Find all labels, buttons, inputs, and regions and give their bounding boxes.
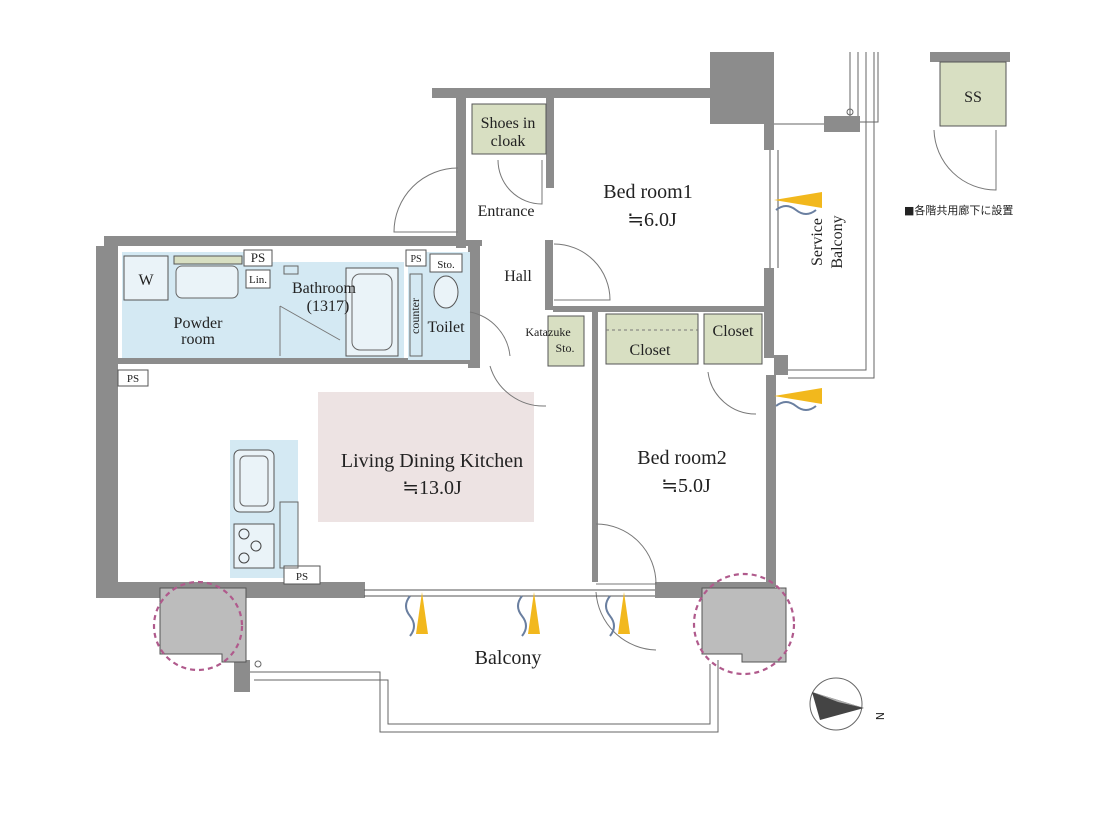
counter-label: counter [408,298,422,334]
vanity-shelf [173,255,243,265]
service-balcony-outline [774,52,879,379]
toilet-bowl [433,275,459,309]
ps-box-kitchen [283,565,321,585]
closet-right-label: Closet [713,323,754,340]
linen-label: Lin. [249,274,267,286]
service-balcony-label: Service [809,218,826,266]
ps-box-top-left [243,249,273,267]
ps-kitchen-label: PS [296,571,308,583]
airflow-arrow-3 [618,592,630,634]
counter-box [409,273,423,357]
shoes-in-cloak-label-2: cloak [491,133,526,150]
bathtub [345,267,399,357]
pillars [152,572,796,676]
toilet-label: Toilet [427,319,465,336]
doors [279,129,997,651]
storage-units [471,103,763,367]
balcony-label: Balcony [475,647,542,669]
airflow-arrows [405,192,822,637]
shoes-in-cloak-label: Shoes in [481,115,536,132]
closet-left-box [605,313,699,365]
kitchen-sink [233,449,275,513]
linen-box [245,269,271,289]
hall-label: Hall [504,268,532,285]
bedroom1-size-label: ≒6.0J [627,209,677,231]
entrance-label: Entrance [478,203,535,220]
ps-top-left-label: PS [251,250,265,265]
washer-label: W [138,272,154,289]
ldk-highlight [318,392,534,522]
ldk-size-label: ≒13.0J [402,477,462,499]
closet-left-label: Closet [630,342,671,359]
bathroom-size-label: (1317) [307,298,350,315]
airflow-arrow-bedroom2 [774,388,822,404]
katazuke-label-2: Sto. [555,341,574,355]
pillar-marker-left [152,580,244,672]
vanity-sink [175,265,239,299]
kitchen-stove [233,523,275,569]
ss-note: ■各階共用廊下に設置 [904,203,1013,217]
powder-room-label: Powder [174,315,224,332]
shoes-in-cloak-box [471,103,547,155]
katazuke-label: Katazuke [525,325,570,339]
service-balcony-label-2: Balcony [829,215,846,268]
ps-box-top-mid [405,249,427,267]
ps-box-left [117,369,149,387]
ldk-label: Living Dining Kitchen [341,450,523,472]
airflow-arrow-2 [528,592,540,634]
pillar-marker-right [692,572,796,676]
compass-north-label: N [873,712,886,720]
closet-right-box [703,313,763,365]
ps-top-mid-label: PS [410,254,421,265]
bathroom-label: Bathroom [292,280,357,297]
airflow-arrow-1 [416,592,428,634]
storage-toilet-label: Sto. [437,259,455,271]
balcony-outline [234,660,719,733]
airflow-arrow-bedroom1 [774,192,822,208]
ss-box [939,61,1007,127]
bathtub-inner [351,273,393,351]
washer [123,255,169,301]
ss-label: SS [964,89,982,106]
ss-wall [930,52,1010,62]
bedroom2-size-label: ≒5.0J [661,475,711,497]
bedroom2-label: Bed room2 [637,447,726,469]
compass: N [809,677,886,731]
storage-toilet-box [429,253,463,273]
bedroom1-label: Bed room1 [603,181,692,203]
katazuke-box [547,315,585,367]
powder-room-label-2: room [181,331,215,348]
ps-left-label: PS [127,373,139,385]
